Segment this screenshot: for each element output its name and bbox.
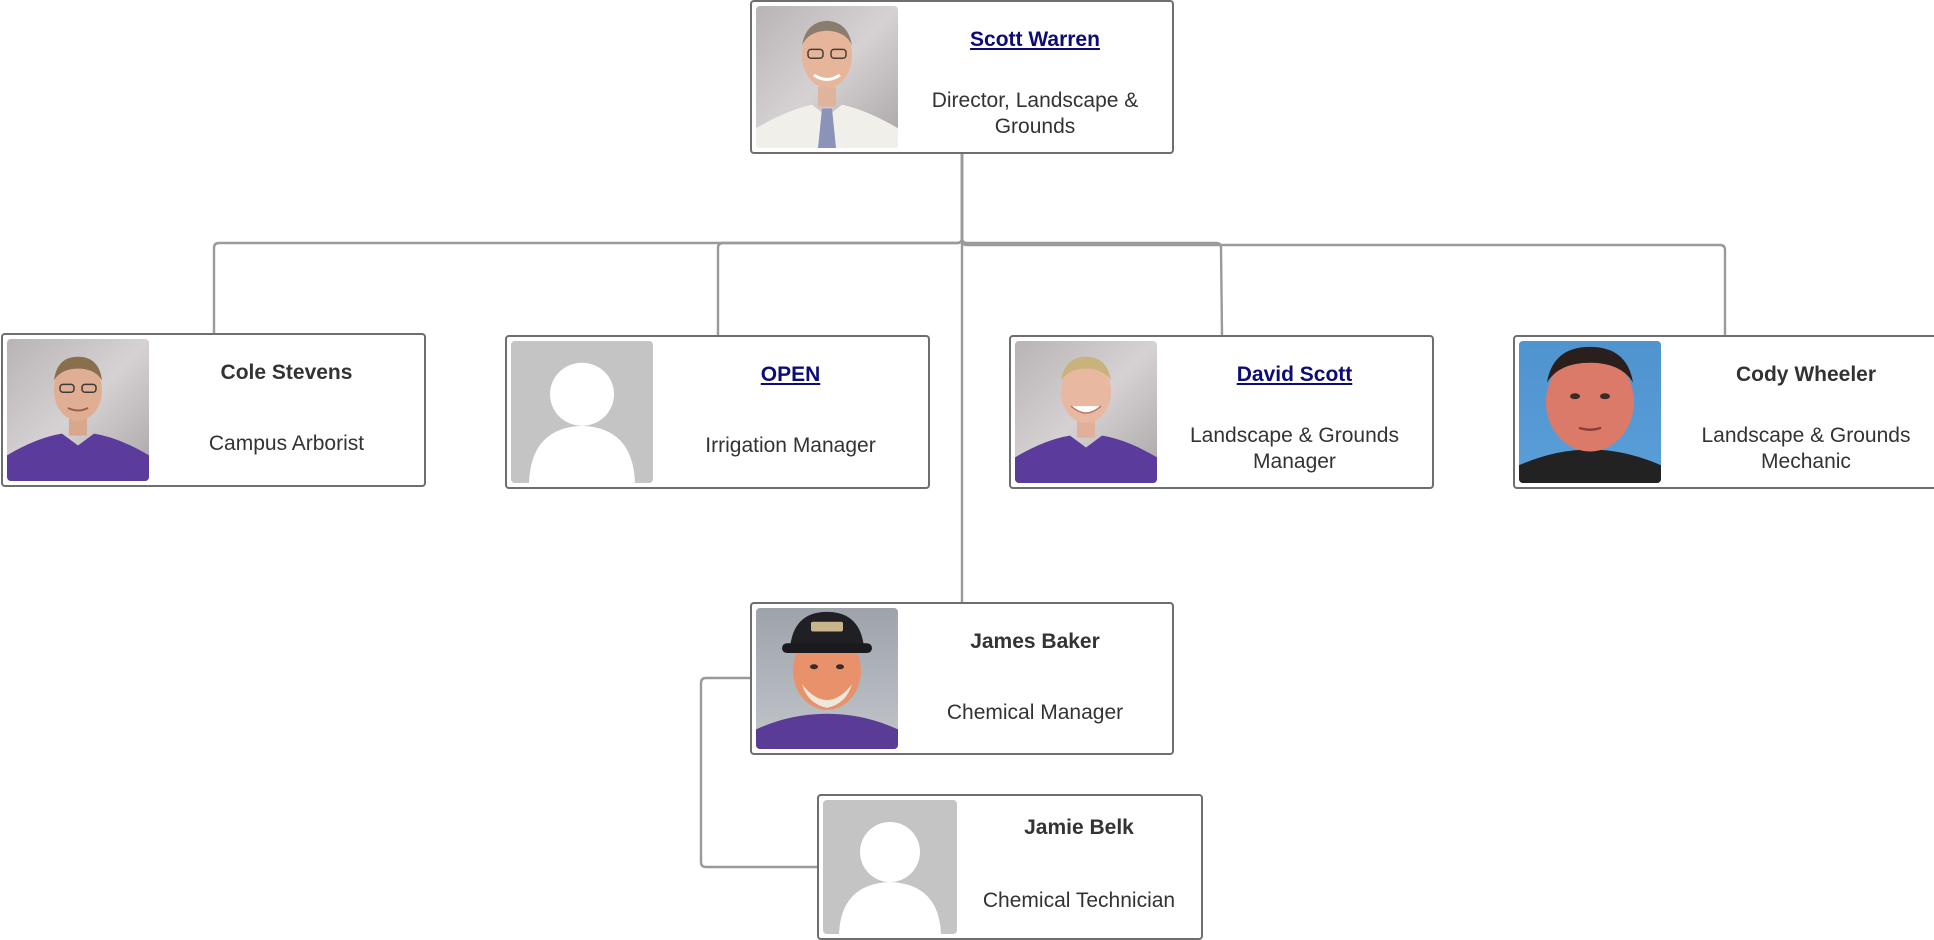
person-name: James Baker — [970, 630, 1100, 653]
portrait-photo — [7, 339, 149, 481]
person-name: Jamie Belk — [1024, 816, 1134, 839]
job-title: Landscape & Grounds Manager — [1190, 424, 1399, 473]
person-name-link[interactable]: David Scott — [1236, 363, 1353, 386]
portrait-photo — [756, 6, 898, 148]
job-title: Campus Arborist — [208, 432, 365, 455]
placeholder-avatar-icon — [823, 800, 957, 934]
connector-scott-to-cody — [960, 154, 1727, 335]
connector-scott-to-open — [716, 154, 964, 335]
org-card-jamie-belk: Jamie Belk Chemical Technician — [817, 794, 1203, 940]
job-title: Chemical Technician — [982, 889, 1176, 912]
portrait-photo — [1015, 341, 1157, 483]
job-title: Director, Landscape & Grounds — [931, 89, 1139, 138]
org-card-cody-wheeler: Cody Wheeler Landscape & Grounds Mechani… — [1513, 335, 1934, 489]
portrait-photo — [1519, 341, 1661, 483]
org-card-cole-stevens: Cole Stevens Campus Arborist — [1, 333, 426, 487]
placeholder-avatar-icon — [511, 341, 653, 483]
person-name: Cody Wheeler — [1735, 363, 1877, 386]
job-title: Irrigation Manager — [705, 434, 876, 457]
job-title: Landscape & Grounds Mechanic — [1701, 424, 1911, 473]
person-name: Cole Stevens — [220, 361, 353, 384]
connector-james-to-jamie — [699, 676, 817, 869]
job-title: Chemical Manager — [946, 701, 1124, 724]
org-card-david-scott: David Scott Landscape & Grounds Manager — [1009, 335, 1434, 489]
org-card-james-baker: James Baker Chemical Manager — [750, 602, 1174, 755]
org-card-scott-warren: Scott Warren Director, Landscape & Groun… — [750, 0, 1174, 154]
portrait-photo — [756, 608, 898, 749]
person-name-link[interactable]: OPEN — [760, 363, 821, 386]
person-name-link[interactable]: Scott Warren — [970, 28, 1100, 51]
org-card-open-position: OPEN Irrigation Manager — [505, 335, 930, 489]
